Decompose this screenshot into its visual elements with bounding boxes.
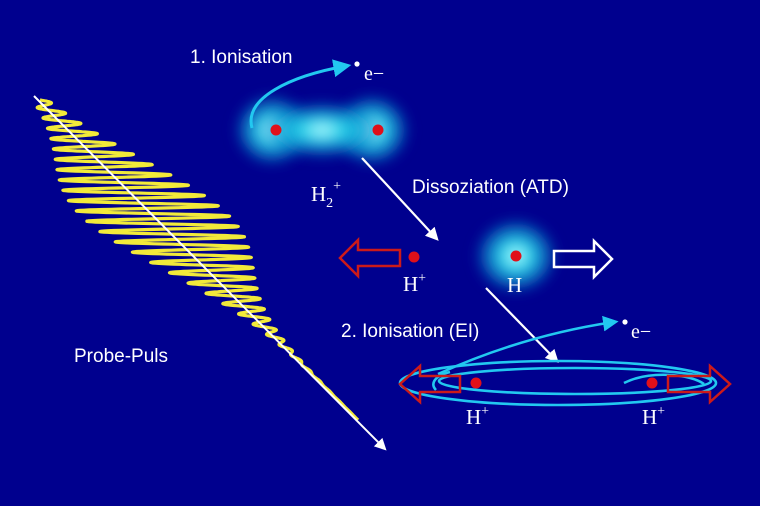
electron-1-label: e− [364,63,384,85]
dissociation-arrow [361,157,439,241]
ionisation-1-electron-path [249,59,352,129]
proton-bottom-right-motion-arrow [666,363,732,405]
step-dissociation-label: Dissoziation (ATD) [412,177,569,198]
proton-left-superscript: + [418,271,426,286]
proton-bottom-right-label: H+ [642,404,665,429]
step-1-ionisation-label: 1. Ionisation [190,47,292,68]
probe-pulse-label: Probe-Puls [74,346,168,367]
nucleus-left [270,124,282,136]
h2-ion-subscript: 2 [326,196,333,211]
step-2-ionisation-label: 2. Ionisation (EI) [341,321,479,342]
h-atom-motion-arrow [552,237,614,281]
h2-ion-superscript: + [333,179,341,194]
probe-pulse-propagation-arrow [33,95,387,451]
proton-left-nucleus [408,251,420,263]
proton-left-base: H [403,272,418,296]
proton-bottom-right-superscript: + [657,404,665,419]
proton-bottom-right-nucleus [646,377,658,389]
proton-left-label: H+ [403,271,426,296]
proton-bottom-left-label: H+ [466,404,489,429]
nucleus-right [372,124,384,136]
electron-1-dot [354,61,360,67]
proton-bottom-left-superscript: + [481,404,489,419]
proton-bottom-right-base: H [642,405,657,429]
h2-electron-cloud [232,92,412,168]
proton-bottom-left-nucleus [470,377,482,389]
proton-bottom-left-base: H [466,405,481,429]
electron-impact-arrow [485,287,559,363]
proton-left-motion-arrow [338,236,402,280]
electron-2-dot [622,319,628,325]
proton-bottom-left-motion-arrow [398,363,462,405]
hydrogen-atom-label: H [507,273,522,297]
h2-ion-base: H [311,182,326,206]
electron-2-label: e− [631,321,651,343]
h2-ion-label: H2+ [311,179,341,211]
h-atom-nucleus [510,250,522,262]
